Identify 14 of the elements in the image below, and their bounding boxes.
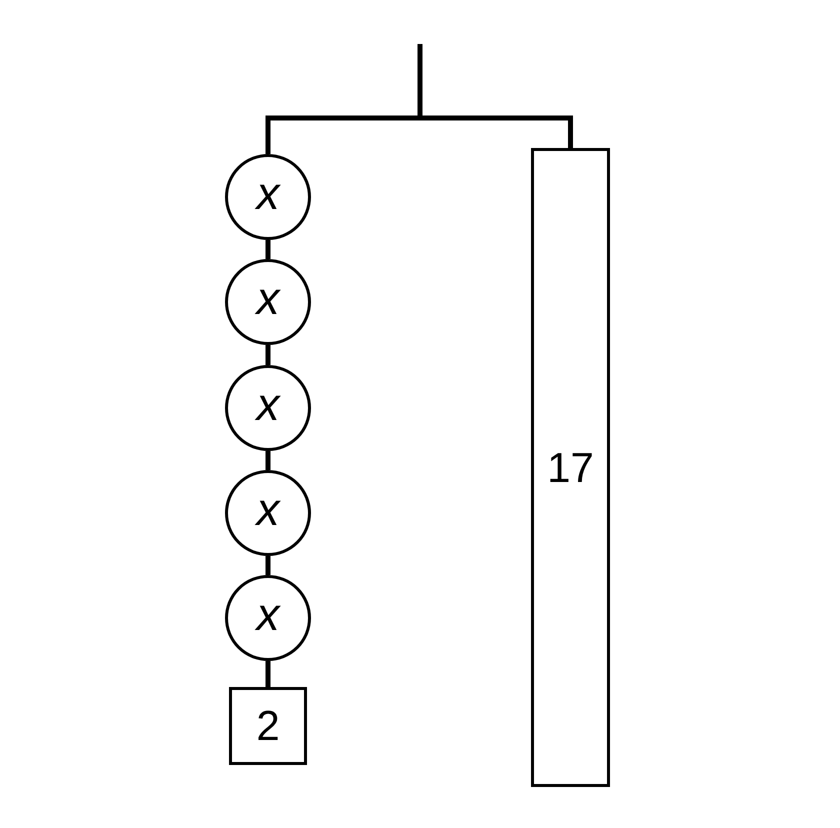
number-label: 17	[547, 446, 594, 488]
hanger-string	[266, 240, 270, 259]
number-square	[229, 687, 307, 765]
variable-label: x	[256, 381, 280, 427]
variable-label: x	[256, 275, 280, 321]
variable-label: x	[256, 486, 280, 532]
number-label: 2	[256, 705, 280, 747]
variable-label: x	[256, 591, 280, 637]
hanger-string	[266, 556, 270, 575]
variable-label: x	[256, 170, 280, 216]
hanger-string	[266, 661, 270, 687]
hanger-string	[266, 451, 270, 470]
hanger-string	[266, 345, 270, 365]
number-rectangle	[531, 148, 610, 787]
